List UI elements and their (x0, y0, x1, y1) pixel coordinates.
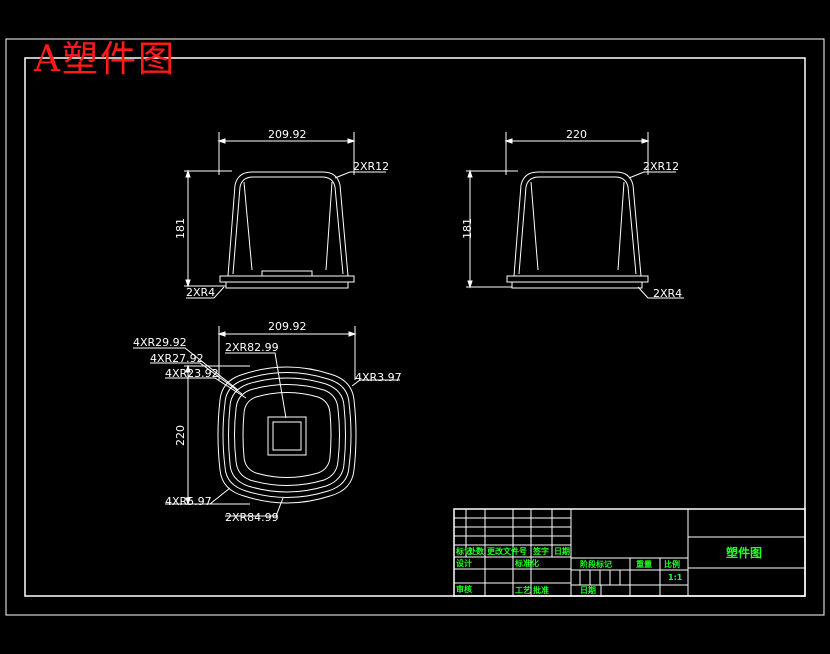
tb-cell-chushu: 处数 (467, 546, 485, 556)
top-view (133, 326, 400, 517)
front-height-dim: 181 (174, 218, 187, 239)
front-view (184, 132, 386, 299)
side-bottom-radius: 2XR4 (653, 287, 682, 300)
tb-cell-sheji: 设计 (456, 558, 472, 568)
tb-cell-jieduan: 阶段标记 (580, 559, 612, 569)
tb-cell-biaoji: 标记 (455, 546, 472, 556)
tb-cell-genggai: 更改文件号 (487, 546, 527, 556)
top-radius-2: 4XR27.92 (150, 352, 204, 365)
top-radius-3: 4XR23.92 (165, 367, 219, 380)
tb-cell-bili: 比例 (664, 559, 680, 569)
tb-cell-pizhun: 批准 (533, 585, 549, 595)
front-top-radius: 2XR12 (353, 160, 389, 173)
top-radius-5: 4XR3.97 (355, 371, 402, 384)
tb-cell-riqi: 日期 (554, 546, 570, 556)
top-radius-6: 4XR5.97 (165, 495, 212, 508)
side-height-dim: 181 (461, 218, 474, 239)
side-view (466, 132, 684, 299)
side-top-radius: 2XR12 (643, 160, 679, 173)
tb-cell-gongyi: 工艺 (515, 585, 531, 595)
top-radius-1: 4XR29.92 (133, 336, 187, 349)
tb-scale-value: 1:1 (668, 573, 683, 582)
inner-frame (24, 57, 806, 597)
side-width-dim: 220 (566, 128, 587, 141)
top-width-dim: 209.92 (268, 320, 307, 333)
top-height-dim: 220 (174, 425, 187, 446)
tb-cell-biaozhunhua: 标准化 (514, 558, 539, 568)
tb-part-name: 塑件图 (726, 545, 762, 560)
tb-cell-riqi-2: 日期 (580, 585, 596, 595)
tb-cell-qianzi: 签字 (532, 546, 549, 556)
tb-cell-shenhe: 审核 (456, 584, 472, 594)
top-radius-7: 2XR84.99 (225, 511, 279, 524)
outer-frame (5, 38, 825, 616)
top-radius-4: 2XR82.99 (225, 341, 279, 354)
front-bottom-radius: 2XR4 (186, 286, 215, 299)
drawing-title: A塑件图 (34, 39, 176, 80)
title-block-grid (453, 508, 806, 597)
front-width-dim: 209.92 (268, 128, 307, 141)
tb-cell-zhongliang: 重量 (636, 559, 652, 569)
